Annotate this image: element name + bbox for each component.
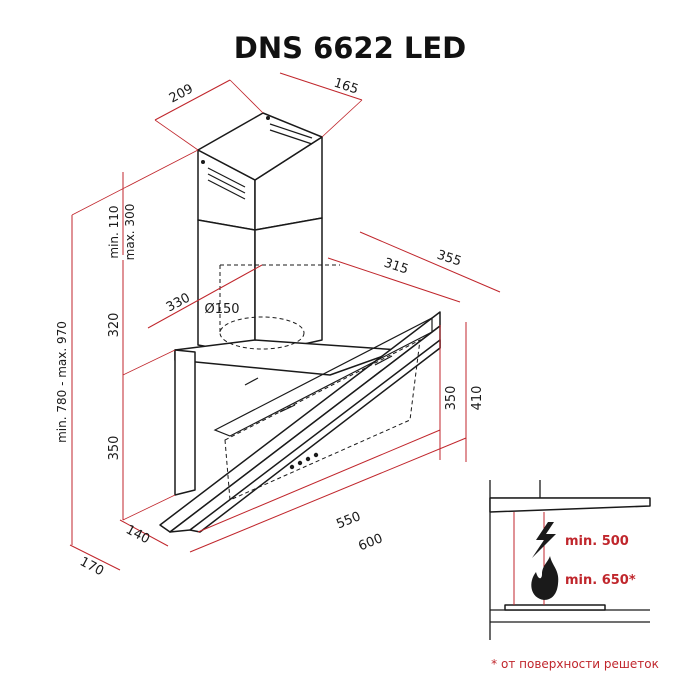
label-gas: min. 650*	[565, 573, 636, 588]
hood-outline	[159, 112, 441, 533]
dim-duct-diameter: Ø150	[204, 302, 239, 317]
footnote: * от поверхности решеток	[491, 657, 659, 671]
dim-total-height: min. 780 - max. 970	[55, 321, 69, 443]
dim-chimney-width: 165	[332, 76, 360, 98]
label-electric: min. 500	[565, 534, 629, 549]
dim-chimney-min: min. 110	[107, 205, 121, 258]
dim-body-lower: 350	[107, 436, 122, 461]
control-buttons	[289, 452, 319, 470]
inset-cooktop	[504, 604, 606, 611]
dim-depth-outer: 355	[435, 248, 463, 270]
dim-depth-inner: 315	[382, 256, 410, 278]
dim-panel-height: 350	[444, 386, 459, 411]
body-back	[174, 349, 196, 496]
lightning-icon	[532, 522, 556, 558]
dim-width-outer: 600	[356, 531, 385, 554]
dim-base-depth-total: 170	[77, 554, 106, 579]
dim-chimney-depth: 209	[167, 81, 196, 106]
chimney-lower-side	[254, 217, 323, 356]
glass-panel-inner-line	[213, 317, 433, 437]
page-title: DNS 6622 LED	[234, 31, 467, 65]
dim-chimney-max: max. 300	[123, 204, 137, 261]
duct-outlet	[219, 316, 305, 350]
flame-icon	[531, 556, 559, 600]
dim-body-upper: 320	[107, 313, 122, 338]
inset-hood	[489, 497, 651, 513]
dim-base-depth: 140	[123, 522, 152, 547]
chimney-vents	[201, 116, 313, 200]
dim-width-inner: 550	[334, 509, 363, 532]
dim-panel-height-total: 410	[470, 386, 485, 411]
chimney-lower-front	[197, 219, 256, 356]
dimension-lines	[69, 72, 501, 571]
installation-inset: min. 500 min. 650* * от поверхности реше…	[489, 480, 659, 671]
